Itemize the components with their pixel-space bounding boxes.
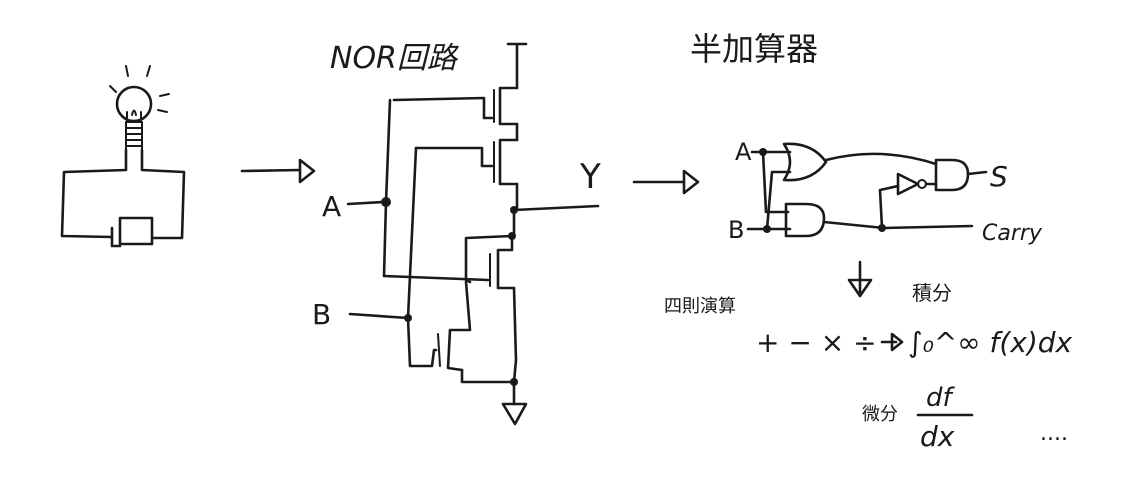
ellipsis: .... <box>1040 421 1068 446</box>
nor-input-a-label: A <box>322 190 341 223</box>
integral-label: 積分 <box>912 281 952 305</box>
derivative-denominator: dx <box>920 420 955 453</box>
battery-icon <box>110 216 154 248</box>
arithmetic-operators: + − × ÷ <box>756 326 877 359</box>
not-gate-icon <box>896 172 938 196</box>
derivative-label: 微分 <box>862 404 898 425</box>
down-arrow-icon <box>847 260 873 298</box>
nor-circuit-schematic: NOR回路 A <box>312 41 601 426</box>
nor-circuit-title: NOR回路 <box>330 41 460 76</box>
arithmetic-label: 四則演算 <box>664 296 736 317</box>
half-adder-carry-label: Carry <box>982 221 1043 246</box>
arrow-icon <box>240 158 316 184</box>
derivative-numerator: df <box>926 383 956 413</box>
half-adder-title: 半加算器 <box>690 30 818 68</box>
nor-input-b-label: B <box>312 298 331 331</box>
lightbulb-circuit <box>60 65 186 248</box>
half-adder-input-b-label: B <box>728 216 744 244</box>
arrow-icon <box>880 332 904 352</box>
nor-output-y-label: Y <box>579 157 601 197</box>
and-gate-icon <box>934 158 970 192</box>
half-adder-input-a-label: A <box>735 138 752 166</box>
half-adder-sum-label: S <box>990 160 1008 193</box>
math-notes: 四則演算 + − × ÷ 積分 ∫₀^∞ f(x)dx 微分 df dx ...… <box>664 260 1073 453</box>
derivative-fraction: df dx <box>916 383 974 453</box>
integral-expression: ∫₀^∞ f(x)dx <box>908 326 1073 359</box>
lightbulb-icon <box>109 65 170 151</box>
and-gate-icon <box>784 202 826 238</box>
arrow-icon <box>632 169 700 195</box>
half-adder-schematic: 半加算器 A B S <box>690 30 1043 246</box>
or-gate-icon <box>782 142 828 182</box>
